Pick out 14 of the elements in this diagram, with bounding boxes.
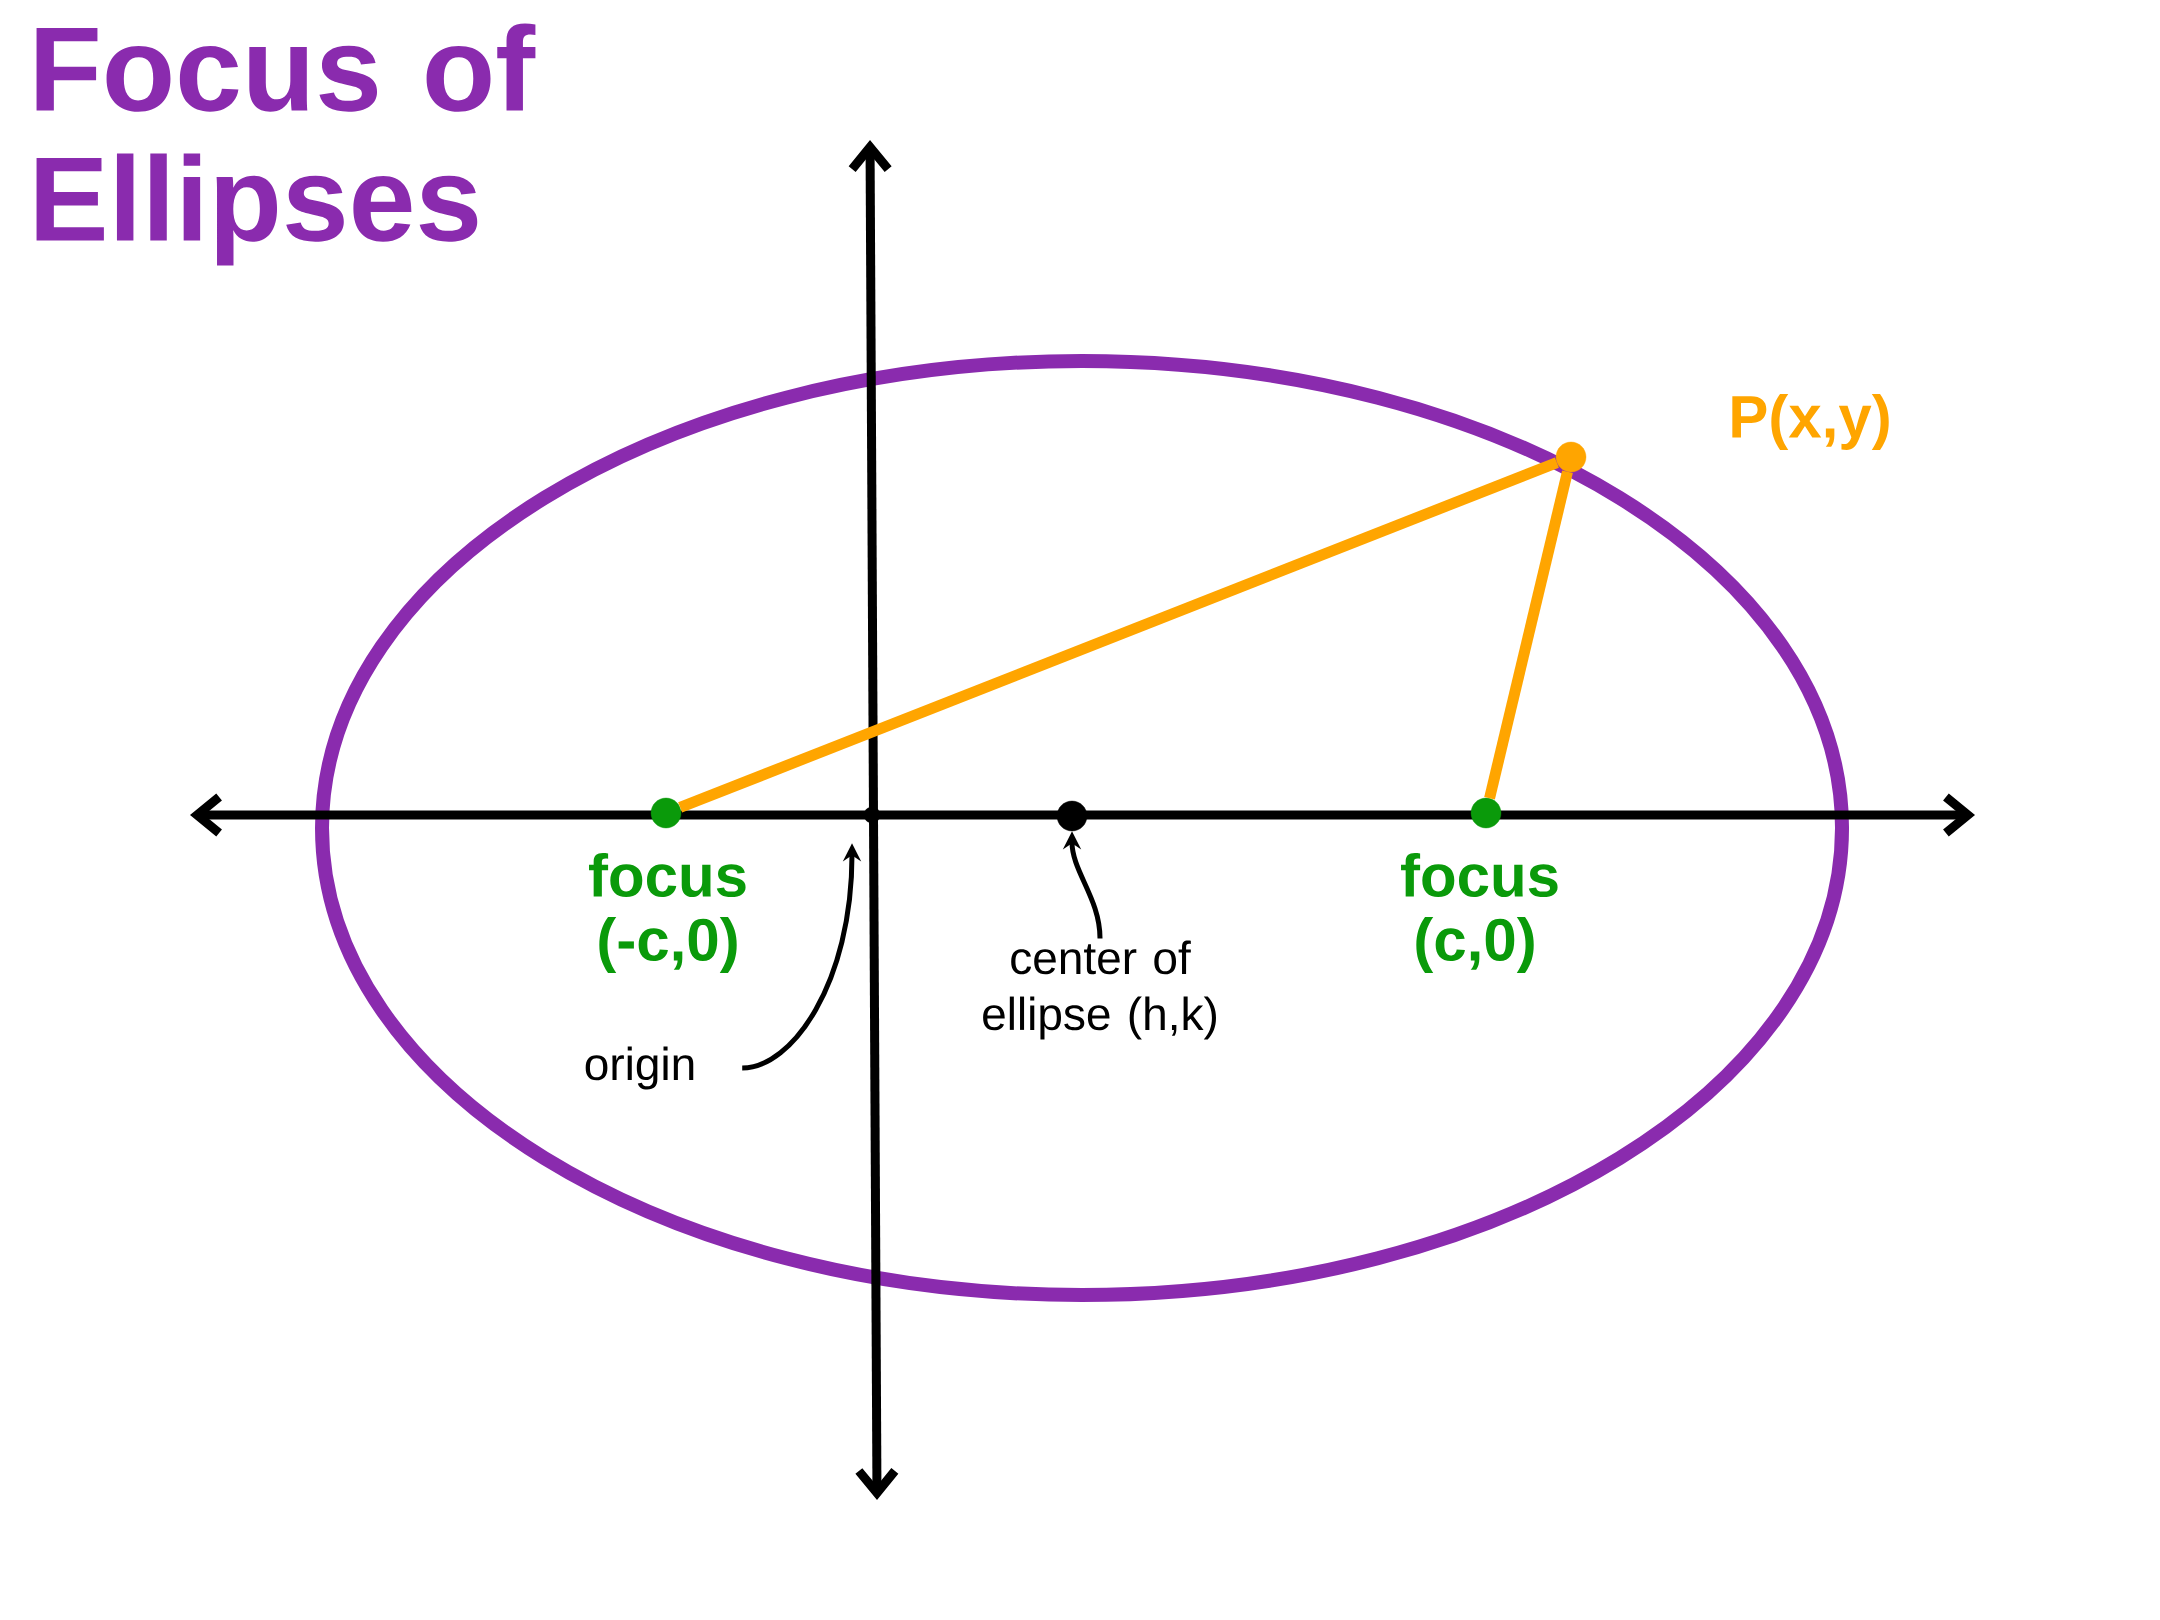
point-label: focus <box>589 853 746 898</box>
point-dot <box>1470 797 1502 829</box>
connector-line <box>678 457 1559 813</box>
point-dot <box>650 797 682 829</box>
annotation-text: origin <box>585 1046 694 1090</box>
annotation-text: center of ellipse (h,k) <box>983 940 1216 1040</box>
point-dot <box>1555 441 1587 473</box>
title: Focus of Ellipses <box>36 23 536 266</box>
point-label: P(x,y) <box>1732 394 1889 450</box>
point-label: (-c,0) <box>599 917 737 973</box>
point-label: focus <box>1401 853 1558 898</box>
point-label: (c,0) <box>1416 917 1534 973</box>
connector-line <box>1484 470 1573 800</box>
point-dot <box>863 806 881 824</box>
